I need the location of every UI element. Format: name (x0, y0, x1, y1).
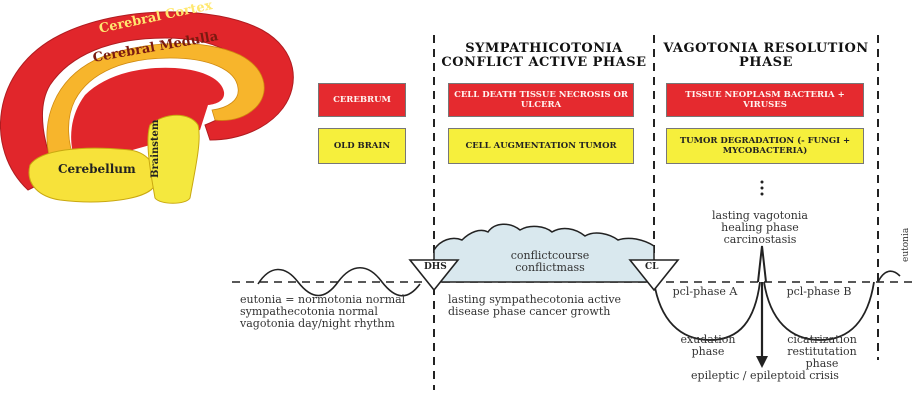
cerebellum-label: Cerebellum (58, 162, 136, 176)
sympathicotonia-header: SYMPATHICOTONIA CONFLICT ACTIVE PHASE (441, 41, 647, 70)
cl-label: CL (645, 262, 659, 272)
conflict-course-label: conflictcourse conflictmass (510, 249, 590, 274)
epileptic-crisis-label: epileptic / epileptoid crisis (691, 369, 839, 382)
pcl-phase-a-curve (653, 281, 761, 341)
cerebral-cortex-shape (0, 11, 294, 191)
dot-3 (760, 192, 764, 196)
tumor-degradation-box: TUMOR DEGRADATION (- FUNGI + MYCOBACTERI… (666, 128, 864, 164)
pcl-phase-b-curve (763, 281, 875, 341)
cerebral-medulla-shape (46, 43, 265, 161)
dot-2 (760, 186, 764, 190)
cell-death-box: CELL DEATH TISSUE NECROSIS OR ULCERA (448, 83, 634, 117)
eutonia-note: eutonia = normotonia normal sympathecoto… (240, 293, 406, 330)
eutonia-right-wave (877, 270, 901, 283)
cerebrum-box: CEREBRUM (318, 83, 406, 117)
conflict-mass-shape (433, 223, 655, 283)
brainstem-shape (147, 114, 200, 204)
lasting-vagotonia-note: lasting vagotonia healing phase carcinos… (712, 209, 808, 246)
pcl-phase-b-label: pcl-phase B (786, 285, 852, 298)
dot-1 (760, 180, 764, 184)
cell-augmentation-box: CELL AUGMENTATION TUMOR (448, 128, 634, 164)
pcl-phase-a-label: pcl-phase A (672, 285, 738, 298)
tissue-neoplasm-box: TISSUE NEOPLASM BACTERIA + VIRUSES (666, 83, 864, 117)
dhs-marker (408, 259, 460, 292)
lasting-sympathecotonia-note: lasting sympathecotonia active disease p… (448, 293, 622, 318)
cicatrization-label: cicatrization restitutation phase (787, 333, 857, 370)
vagotonia-header: VAGOTONIA RESOLUTION PHASE (663, 41, 869, 70)
epileptic-spike (757, 245, 767, 283)
crisis-arrow-head (756, 356, 768, 368)
brain-illustration (0, 11, 294, 204)
exudation-label: exudation phase (680, 333, 736, 358)
eutonia-right-label: eutonia (901, 227, 911, 262)
cl-marker (628, 259, 680, 292)
old-brain-box: OLD BRAIN (318, 128, 406, 164)
dhs-label: DHS (424, 262, 447, 272)
eutonia-wave (257, 266, 421, 297)
cortex-inner-shape (71, 67, 225, 160)
